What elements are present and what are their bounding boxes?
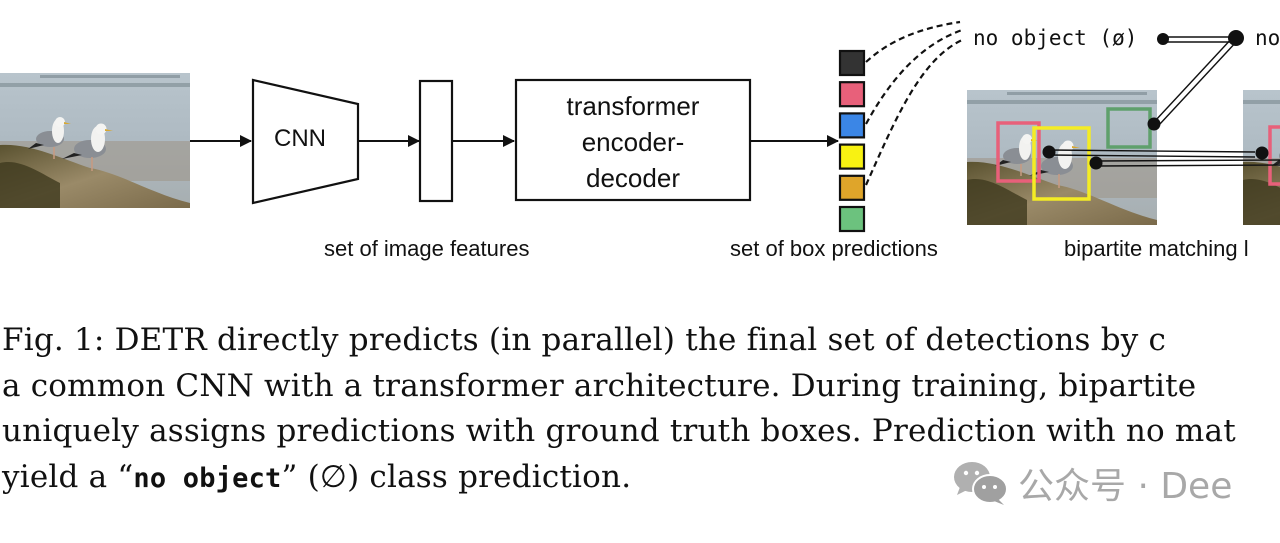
box-predictions-label: set of box predictions <box>730 236 938 261</box>
input-image <box>0 73 190 208</box>
dashed-link-dark <box>865 20 961 63</box>
transformer-label: transformer encoder- decoder <box>516 88 750 196</box>
dashed-link-orange <box>864 39 963 186</box>
caption-line-4: yield a “no object” (∅) class prediction… <box>2 455 1280 502</box>
figure-caption: Fig. 1: DETR directly predicts (in paral… <box>2 318 1280 501</box>
caption-line-1: Fig. 1: DETR directly predicts (in paral… <box>2 322 1167 358</box>
prediction-square-green <box>838 205 866 233</box>
transformer-label-line-3: decoder <box>586 163 680 193</box>
dashed-link-blue <box>865 28 963 125</box>
no-object-code: no object <box>133 462 282 494</box>
prediction-square-dark <box>838 49 866 77</box>
watermark-text: 公众号 · Dee <box>1018 466 1233 507</box>
transformer-label-line-1: transformer <box>566 91 700 121</box>
matching-dots <box>1042 30 1269 170</box>
prediction-square-blue <box>838 112 866 139</box>
watermark: 公众号 · Dee <box>952 458 1232 508</box>
caption-line-4-suffix: ” (∅) class prediction. <box>281 458 632 495</box>
wechat-icon <box>954 462 1008 505</box>
prediction-square-red <box>838 81 866 108</box>
image-features-block <box>418 79 454 203</box>
cnn-block <box>251 78 360 205</box>
pred-box-yellow <box>1032 126 1091 201</box>
cnn-label: CNN <box>274 125 326 152</box>
bipartite-matching-label: bipartite matching l <box>1064 236 1249 261</box>
gt-box-red <box>1268 125 1280 186</box>
matching-lines <box>1048 35 1280 167</box>
image-features-label: set of image features <box>324 236 530 261</box>
caption-line-3: uniquely assigns predictions with ground… <box>2 413 1236 449</box>
caption-line-4-prefix: yield a “ <box>2 458 134 495</box>
prediction-squares <box>838 49 866 233</box>
prediction-square-yellow <box>838 143 866 170</box>
no-object-label: no object (ø) <box>973 26 1138 50</box>
transformer-label-line-2: encoder- <box>581 127 685 157</box>
prediction-square-orange <box>838 174 866 201</box>
transformer-block <box>514 78 752 202</box>
no-object-label-right: no <box>1255 26 1280 50</box>
caption-line-2: a common CNN with a transformer architec… <box>2 367 1197 404</box>
detr-figure: CNN transformer encoder- decoder set of … <box>0 20 1280 261</box>
pred-box-red <box>996 121 1041 183</box>
